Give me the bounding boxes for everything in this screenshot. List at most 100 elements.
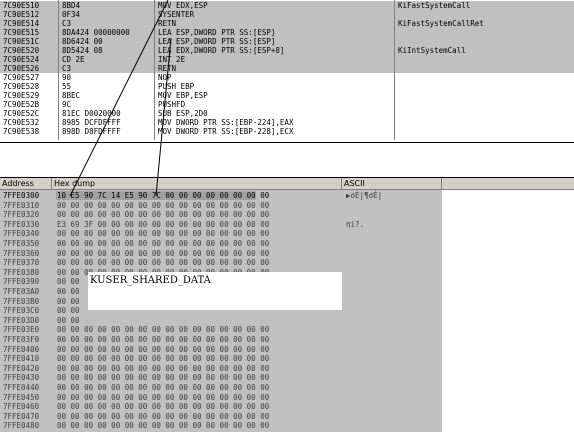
dump-address: 7FFE0360 <box>3 248 40 258</box>
dump-row[interactable]: 7FFE0360 00 00 00 00 00 00 00 00 00 00 00… <box>0 249 442 259</box>
disasm-hex: 8D5424 08 <box>62 46 103 55</box>
header-hex-dump[interactable]: Hex dump <box>52 178 342 189</box>
dump-blank-area <box>442 190 574 432</box>
disasm-comment: KiFastSystemCallRet <box>398 19 484 28</box>
disasm-instruction: NOP <box>158 73 172 82</box>
disasm-instruction: SUB ESP,2D0 <box>158 109 208 118</box>
dump-hex-bytes: 00 00 00 00 00 00 00 00 00 00 00 00 00 0… <box>57 383 270 392</box>
dump-row[interactable]: 7FFE0470 00 00 00 00 00 00 00 00 00 00 00… <box>0 412 442 422</box>
disasm-instruction: LEA EDX,DWORD PTR SS:[ESP+8] <box>158 46 285 55</box>
dump-hex-bytes: 00 00 <box>57 296 80 306</box>
dump-hex-bytes: 00 00 00 00 00 00 00 00 00 00 00 00 00 0… <box>57 363 270 373</box>
disasm-hex: C3 <box>62 19 72 28</box>
disasm-address: 7C90E538 <box>3 127 40 136</box>
disasm-address: 7C90E520 <box>3 46 40 55</box>
dump-hex-bytes: 00 00 00 00 00 00 00 00 00 00 00 00 00 0… <box>57 402 270 412</box>
disasm-hex: 9C <box>62 100 72 109</box>
disasm-address: 7C90E512 <box>3 10 40 19</box>
disasm-address: 7C90E524 <box>3 55 40 64</box>
dump-hex-bytes: 00 00 00 00 00 00 00 00 00 00 00 00 00 0… <box>57 239 270 248</box>
disasm-row[interactable]: 7C90E520 8D5424 08 LEA EDX,DWORD PTR SS:[E… <box>0 46 574 55</box>
dump-row[interactable]: 7FFE0390 00 00 <box>0 277 442 287</box>
dump-row[interactable]: 7FFE0310 00 00 00 00 00 00 00 00 00 00 00… <box>0 201 442 211</box>
dump-hex-bytes: 00 00 <box>57 277 80 287</box>
dump-address: 7FFE0400 <box>3 344 40 354</box>
disasm-address: 7C90E52B <box>3 100 40 109</box>
dump-hex-bytes: 00 00 00 00 00 00 00 00 00 00 00 00 00 0… <box>57 200 270 210</box>
arrow-line-1 <box>69 0 169 197</box>
dump-hex-bytes: 00 00 00 00 00 00 00 00 00 00 00 00 00 0… <box>57 373 270 383</box>
disasm-row[interactable]: 7C90E512 0F34 SYSENTER <box>0 10 574 19</box>
annotation-label: KUSER_SHARED_DATA <box>90 275 211 286</box>
disasm-address: 7C90E529 <box>3 91 40 100</box>
dump-row[interactable]: 7FFE0330 E3 69 3F 00 00 00 00 00 00 00 00… <box>0 220 442 230</box>
disasm-instruction: RETN <box>158 64 177 73</box>
disasm-instruction: RETN <box>158 19 177 28</box>
dump-row[interactable]: 7FFE03D0 00 00 <box>0 316 442 326</box>
dump-hex-bytes: 00 00 00 00 00 00 00 00 00 00 00 00 00 0… <box>57 229 270 239</box>
dump-address: 7FFE0390 <box>3 277 40 287</box>
header-ascii[interactable]: ASCII <box>342 178 442 189</box>
disasm-address: 7C90E514 <box>3 19 40 28</box>
dump-row[interactable]: 7FFE0340 00 00 00 00 00 00 00 00 00 00 00… <box>0 229 442 239</box>
disasm-instruction: MOV DWORD PTR SS:[EBP-224],EAX <box>158 118 294 127</box>
disasm-hex: 0F34 <box>62 10 81 19</box>
disasm-hex: 55 <box>62 82 72 91</box>
disasm-address: 7C90E528 <box>3 82 40 91</box>
header-address[interactable]: Address <box>0 178 52 189</box>
dump-hex-bytes: E3 69 3F 00 00 00 00 00 00 00 00 00 00 0… <box>57 219 270 229</box>
disasm-column-divider-comment <box>394 0 395 140</box>
dump-address: 7FFE03D0 <box>3 315 40 325</box>
dump-hex-bytes: 00 00 00 00 00 00 00 00 00 00 00 00 00 0… <box>57 248 270 258</box>
disasm-hex: 8DA424 00000000 <box>62 28 130 37</box>
disasm-instruction: SYSENTER <box>158 10 195 19</box>
dump-hex-bytes: 00 00 00 00 00 00 00 00 00 00 00 00 00 0… <box>57 411 270 421</box>
dump-address: 7FFE0470 <box>3 411 40 421</box>
dump-ascii: πi?. <box>346 219 365 229</box>
dump-hex-bytes: 00 00 <box>57 315 80 325</box>
disasm-row[interactable]: 7C90E514 C3 RETN KiFastSystemCallRet <box>0 19 574 28</box>
dump-address: 7FFE0480 <box>3 421 40 431</box>
disasm-hex: 90 <box>62 73 72 82</box>
disasm-instruction: LEA ESP,DWORD PTR SS:[ESP] <box>158 37 276 46</box>
dump-address: 7FFE0330 <box>3 219 40 229</box>
disasm-hex: 81EC D0020000 <box>62 109 121 118</box>
dump-address: 7FFE0430 <box>3 373 40 383</box>
annotation-box: KUSER_SHARED_DATA <box>88 272 342 310</box>
dump-address: 7FFE0310 <box>3 200 40 210</box>
dump-address: 7FFE0380 <box>3 267 40 277</box>
dump-address: 7FFE0340 <box>3 229 40 239</box>
dump-hex-bytes: 00 00 00 00 00 00 00 00 00 00 00 00 00 0… <box>57 392 270 402</box>
dump-address: 7FFE03C0 <box>3 306 40 316</box>
dump-row[interactable]: 7FFE0430 00 00 00 00 00 00 00 00 00 00 00… <box>0 373 442 383</box>
dump-address: 7FFE0440 <box>3 383 40 392</box>
dump-row[interactable]: 7FFE0440 00 00 00 00 00 00 00 00 00 00 00… <box>0 383 442 393</box>
dump-address: 7FFE03F0 <box>3 335 40 344</box>
